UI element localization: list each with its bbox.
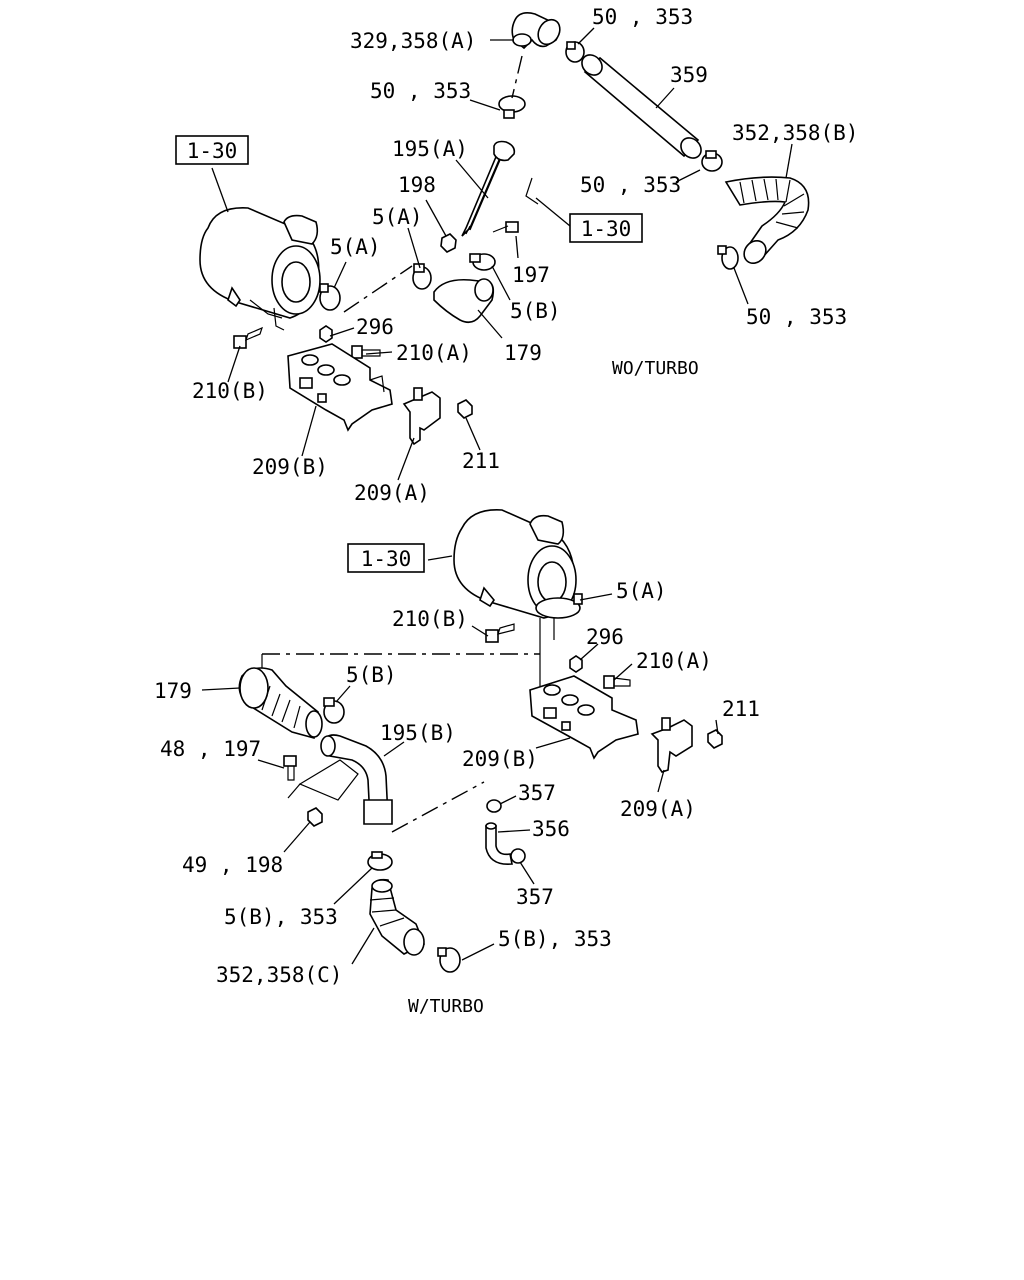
- bolt-210b-top: [233, 326, 263, 349]
- label-50-353: 50 , 353: [746, 305, 847, 329]
- air-cleaner-top: [199, 207, 321, 331]
- nut-198: [440, 233, 457, 253]
- label-179: 179: [154, 679, 192, 703]
- label-211: 211: [462, 449, 500, 473]
- label-50-353: 50 , 353: [580, 173, 681, 197]
- bracket-209b-bottom: [529, 675, 639, 760]
- clamp-5a-air-cleaner: [319, 283, 341, 311]
- nut-211-top: [457, 399, 473, 419]
- label-209a: 209(A): [620, 797, 696, 821]
- ref-box-label: 1-30: [361, 547, 412, 571]
- clamp-5b-353-lower: [437, 947, 461, 973]
- bottom-labels: 5(A) 210(B) 296 210(A) 179 5(B) 211 195(…: [154, 579, 760, 1017]
- label-5a: 5(A): [372, 205, 423, 229]
- clamp-50-353-lower-right: [717, 245, 739, 270]
- nut-211-bottom: [707, 729, 723, 749]
- label-210b: 210(B): [392, 607, 468, 631]
- ref-box-3: 1-30: [347, 543, 425, 573]
- section-label-wo-turbo: WO/TURBO: [612, 358, 699, 379]
- nut-49-198: [307, 807, 323, 827]
- label-210a: 210(A): [636, 649, 712, 673]
- label-5b: 5(B): [510, 299, 561, 323]
- bolt-210a-bottom: [603, 675, 631, 689]
- label-209a: 209(A): [354, 481, 430, 505]
- label-198: 198: [398, 173, 436, 197]
- bolt-48-197: [283, 755, 297, 781]
- clamp-50-353-top-right: [565, 41, 585, 63]
- ref-box-1: 1-30: [175, 135, 249, 165]
- label-359: 359: [670, 63, 708, 87]
- label-357: 357: [516, 885, 554, 909]
- nut-296-top: [319, 325, 333, 343]
- label-210b: 210(B): [192, 379, 268, 403]
- clamp-5b-bottom: [323, 697, 345, 724]
- nut-296-bottom: [569, 655, 583, 673]
- clamp-50-353-right: [701, 150, 723, 172]
- bracket-209b-top: [287, 343, 393, 432]
- label-296: 296: [586, 625, 624, 649]
- label-50-353: 50 , 353: [370, 79, 471, 103]
- clamp-50-353-upper-left: [498, 95, 526, 119]
- label-210a: 210(A): [396, 341, 472, 365]
- leader-lines: [201, 27, 793, 965]
- pipe-195a: [461, 140, 539, 237]
- label-357: 357: [518, 781, 556, 805]
- section-label-w-turbo: W/TURBO: [408, 996, 484, 1017]
- top-labels: 329,358(A) 50 , 353 359 50 , 353 352,358…: [192, 5, 858, 505]
- clamp-5b-top: [469, 253, 496, 271]
- label-50-353: 50 , 353: [592, 5, 693, 29]
- label-5b-353: 5(B), 353: [224, 905, 338, 929]
- pipe-195b: [287, 734, 393, 825]
- bolt-197: [492, 221, 519, 233]
- clamp-5b-353-upper: [367, 851, 393, 871]
- elbow-179-top: [433, 278, 495, 324]
- label-209b: 209(B): [252, 455, 328, 479]
- label-352-358b: 352,358(B): [732, 121, 858, 145]
- bracket-209a-top: [402, 387, 441, 446]
- bellows-179-bottom: [238, 667, 323, 740]
- elbow-329-358a: [511, 12, 561, 50]
- label-329-358a: 329,358(A): [350, 29, 476, 53]
- bolt-210a-top: [351, 345, 381, 359]
- hose-359: [581, 54, 702, 159]
- clamp-357-upper: [486, 799, 502, 813]
- label-296: 296: [356, 315, 394, 339]
- label-49-198: 49 , 198: [182, 853, 283, 877]
- label-197: 197: [512, 263, 550, 287]
- label-5b: 5(B): [346, 663, 397, 687]
- label-209b: 209(B): [462, 747, 538, 771]
- label-5a: 5(A): [330, 235, 381, 259]
- bellows-352-358c: [369, 878, 426, 956]
- label-5a: 5(A): [616, 579, 667, 603]
- hose-356: [485, 822, 513, 865]
- label-356: 356: [532, 817, 570, 841]
- label-195a: 195(A): [392, 137, 468, 161]
- clamp-357-lower: [510, 848, 526, 864]
- air-cleaner-bottom: [453, 509, 577, 619]
- ref-box-2: 1-30: [569, 213, 643, 243]
- label-352-358c: 352,358(C): [216, 963, 342, 987]
- ref-box-label: 1-30: [581, 217, 632, 241]
- bolt-210b-bottom: [485, 623, 515, 643]
- label-179: 179: [504, 341, 542, 365]
- label-48-197: 48 , 197: [160, 737, 261, 761]
- label-195b: 195(B): [380, 721, 456, 745]
- label-5b-353: 5(B), 353: [498, 927, 612, 951]
- bellows-352-358b: [724, 176, 810, 265]
- clamp-5a-top: [412, 263, 432, 290]
- bracket-209a-bottom: [650, 717, 693, 773]
- label-211: 211: [722, 697, 760, 721]
- ref-box-label: 1-30: [187, 139, 238, 163]
